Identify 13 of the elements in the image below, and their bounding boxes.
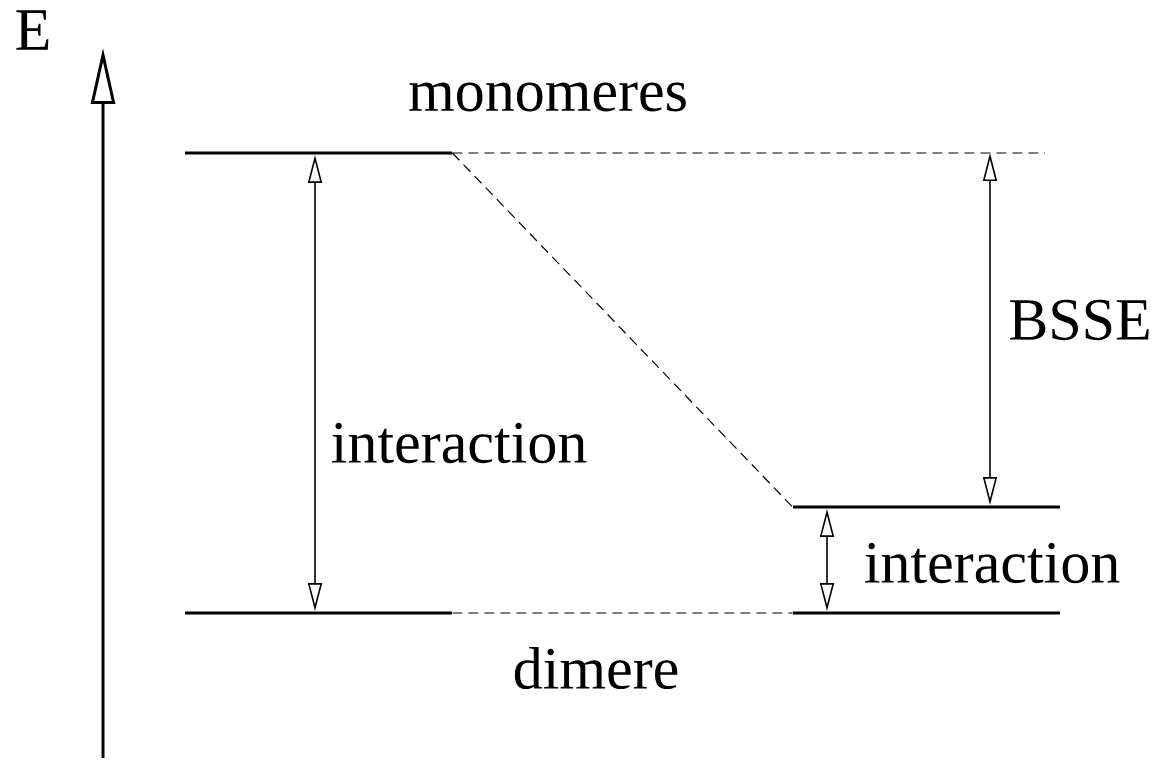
level-label: dimere xyxy=(514,646,678,690)
edge-label: interaction xyxy=(328,420,590,466)
edge-label: interaction xyxy=(861,540,1123,586)
dashed-line xyxy=(451,152,1046,154)
dashed-line xyxy=(451,612,794,614)
energy-level xyxy=(793,505,1060,509)
energy-level xyxy=(185,151,452,155)
energy-level xyxy=(185,611,452,615)
axis-label: E xyxy=(16,10,49,50)
edge-label: BSSE xyxy=(1006,297,1154,343)
level-label: monomeres xyxy=(409,82,686,112)
energy-level xyxy=(793,611,1060,615)
dashed-line xyxy=(451,152,794,508)
